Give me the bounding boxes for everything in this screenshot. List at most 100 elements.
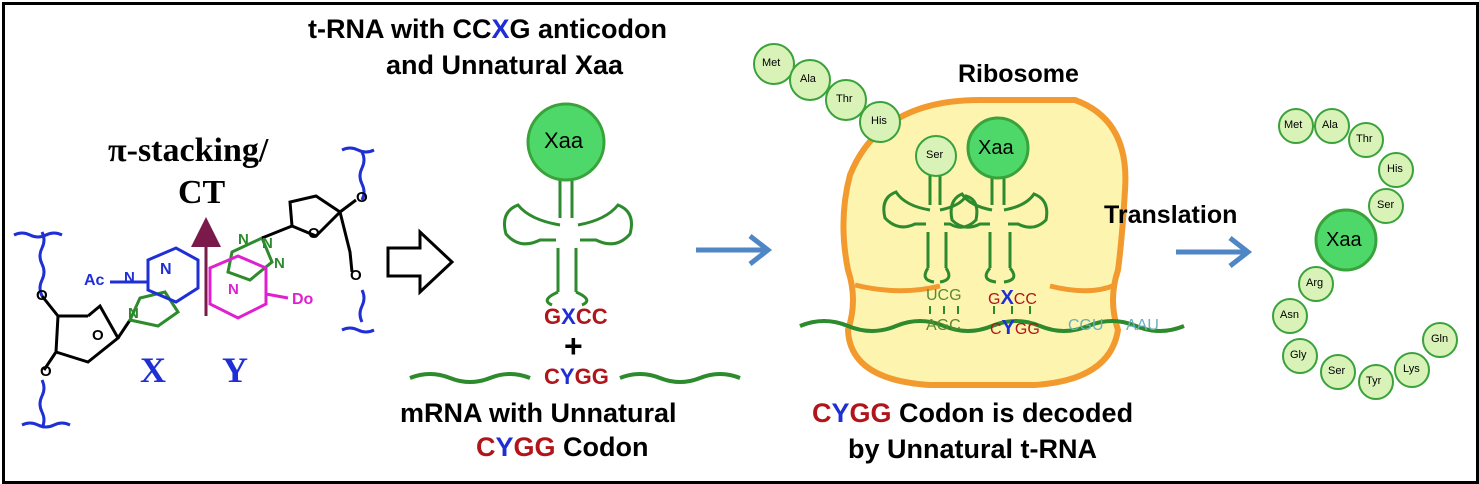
xaa-ball-ribosome <box>966 116 1030 180</box>
ribosome-title: Ribosome <box>958 60 1079 88</box>
oxygen-atom: O <box>40 363 52 380</box>
flow-arrow-1 <box>696 234 773 266</box>
caption-codon-gg: GG <box>513 432 556 462</box>
nitrogen-atom: N <box>238 231 249 248</box>
nucleoside-y-structure <box>208 146 375 334</box>
xaa-label-panel2: Xaa <box>544 128 584 153</box>
chain-ala: Ala <box>800 73 816 85</box>
product-lys: Lys <box>1403 363 1420 375</box>
caption-codon-word: Codon <box>563 432 649 462</box>
codon-cgu: CGU <box>1068 317 1104 334</box>
trna-title-line2: and Unnatural Xaa <box>386 50 624 80</box>
ribo-codon-c: C <box>990 321 1002 338</box>
nitrogen-atom: N <box>262 235 273 252</box>
chain-met: Met <box>762 57 781 69</box>
ribosome-body <box>840 97 1129 388</box>
product-asn: Asn <box>1280 309 1299 321</box>
decode-codon-y: Y <box>831 398 850 428</box>
product-arg: Arg <box>1306 277 1324 289</box>
mrna-wave-ribosome <box>799 319 1185 333</box>
chain-ser: Ser <box>926 149 944 161</box>
pyridinium-ring <box>146 246 200 304</box>
xaa-ball-product <box>1314 208 1378 272</box>
caption-codon-y: Y <box>495 432 514 462</box>
x-label: X <box>140 350 166 390</box>
caption-codon-c: C <box>476 432 496 462</box>
product-thr: Thr <box>1356 133 1373 145</box>
oxygen-atom: O <box>92 327 104 344</box>
oxygen-atom: O <box>36 287 48 304</box>
oxygen-atom: O <box>356 189 368 206</box>
codon-ucg: UCG <box>926 287 962 304</box>
ribo-anticodon-g: G <box>988 291 1001 308</box>
product-gly: Gly <box>1290 349 1307 361</box>
reaction-arrow-outline <box>386 228 455 296</box>
product-his: His <box>1387 163 1403 175</box>
nitrogen-atom: N <box>228 281 239 298</box>
nitrogen-atom: N <box>124 269 135 286</box>
trna-title-line1: t-RNA with CCXG anticodon <box>308 16 667 43</box>
codon-agc: AGC <box>926 317 961 334</box>
anticodon-panel2: GXCC <box>544 306 608 328</box>
acceptor-substituent-ac: Ac <box>84 272 105 289</box>
oxygen-atom: O <box>308 225 320 242</box>
ribo-anticodon-x: X <box>1000 287 1014 309</box>
product-met: Met <box>1284 119 1303 131</box>
codon-ribosome: CYGG <box>990 318 1040 338</box>
backbone-wave-left <box>38 231 46 429</box>
peptide-chain-ribosome <box>753 43 957 177</box>
xaa-label-product: Xaa <box>1326 229 1362 251</box>
product-ala: Ala <box>1322 119 1338 131</box>
anticodon-x: X <box>561 304 576 329</box>
decode-caption-rest: Codon is decoded <box>899 398 1134 428</box>
backbone-wave-left-bottom <box>21 421 71 429</box>
nitrogen-atom: N <box>160 261 172 278</box>
codon-y: Y <box>559 364 575 389</box>
trna-cloverleaf <box>503 175 633 307</box>
trna-pair-ribosome <box>882 170 1049 314</box>
mrna-caption-line2: CYGG Codon <box>476 434 649 461</box>
codon-c: C <box>544 364 560 389</box>
y-label: Y <box>222 350 248 390</box>
peptide-chain-product <box>1272 108 1458 400</box>
xaa-label-ribosome: Xaa <box>978 137 1014 159</box>
oxygen-atom: O <box>350 267 362 284</box>
trna-title-part1: t-RNA with CC <box>308 14 492 44</box>
plus-sign: + <box>564 328 583 364</box>
anticodon-ribosome: GXCC <box>988 288 1037 308</box>
backbone-wave-left-top <box>13 231 63 239</box>
donor-substituent-do: Do <box>292 291 314 308</box>
chain-thr: Thr <box>836 93 853 105</box>
mrna-wave-panel2 <box>409 372 741 384</box>
backbone-wave-right <box>358 151 366 323</box>
product-ser-top: Ser <box>1377 199 1395 211</box>
anticodon-g: G <box>544 304 562 329</box>
nucleoside-x-structure <box>13 231 200 429</box>
nitrogen-atom: N <box>274 255 285 272</box>
ribo-codon-gg: GG <box>1014 321 1040 338</box>
codon-aau: AAU <box>1126 317 1159 334</box>
codon-panel2: CYGG <box>544 366 609 388</box>
chain-his: His <box>871 115 887 127</box>
pi-stacking-label: π-stacking/ <box>108 132 269 169</box>
xaa-ball-panel2 <box>526 102 606 182</box>
product-tyr: Tyr <box>1366 375 1382 387</box>
trna-title-part2: G anticodon <box>509 14 667 44</box>
codon-gg: GG <box>574 364 609 389</box>
decode-codon-c: C <box>812 398 832 428</box>
decode-codon-gg: GG <box>849 398 892 428</box>
anticodon-cc: CC <box>575 304 608 329</box>
ribo-codon-y: Y <box>1001 317 1015 339</box>
decode-caption-line2: by Unnatural t-RNA <box>848 434 1097 464</box>
ribo-anticodon-cc: CC <box>1013 291 1037 308</box>
decode-caption-line1: CYGG Codon is decoded <box>812 400 1133 427</box>
acceptor-ring <box>208 254 268 320</box>
product-ser-bottom: Ser <box>1328 365 1346 377</box>
trna-title-x: X <box>491 14 510 44</box>
ct-label: CT <box>178 174 226 211</box>
nitrogen-atom: N <box>128 305 139 322</box>
mrna-caption-line1: mRNA with Unnatural <box>400 398 677 428</box>
